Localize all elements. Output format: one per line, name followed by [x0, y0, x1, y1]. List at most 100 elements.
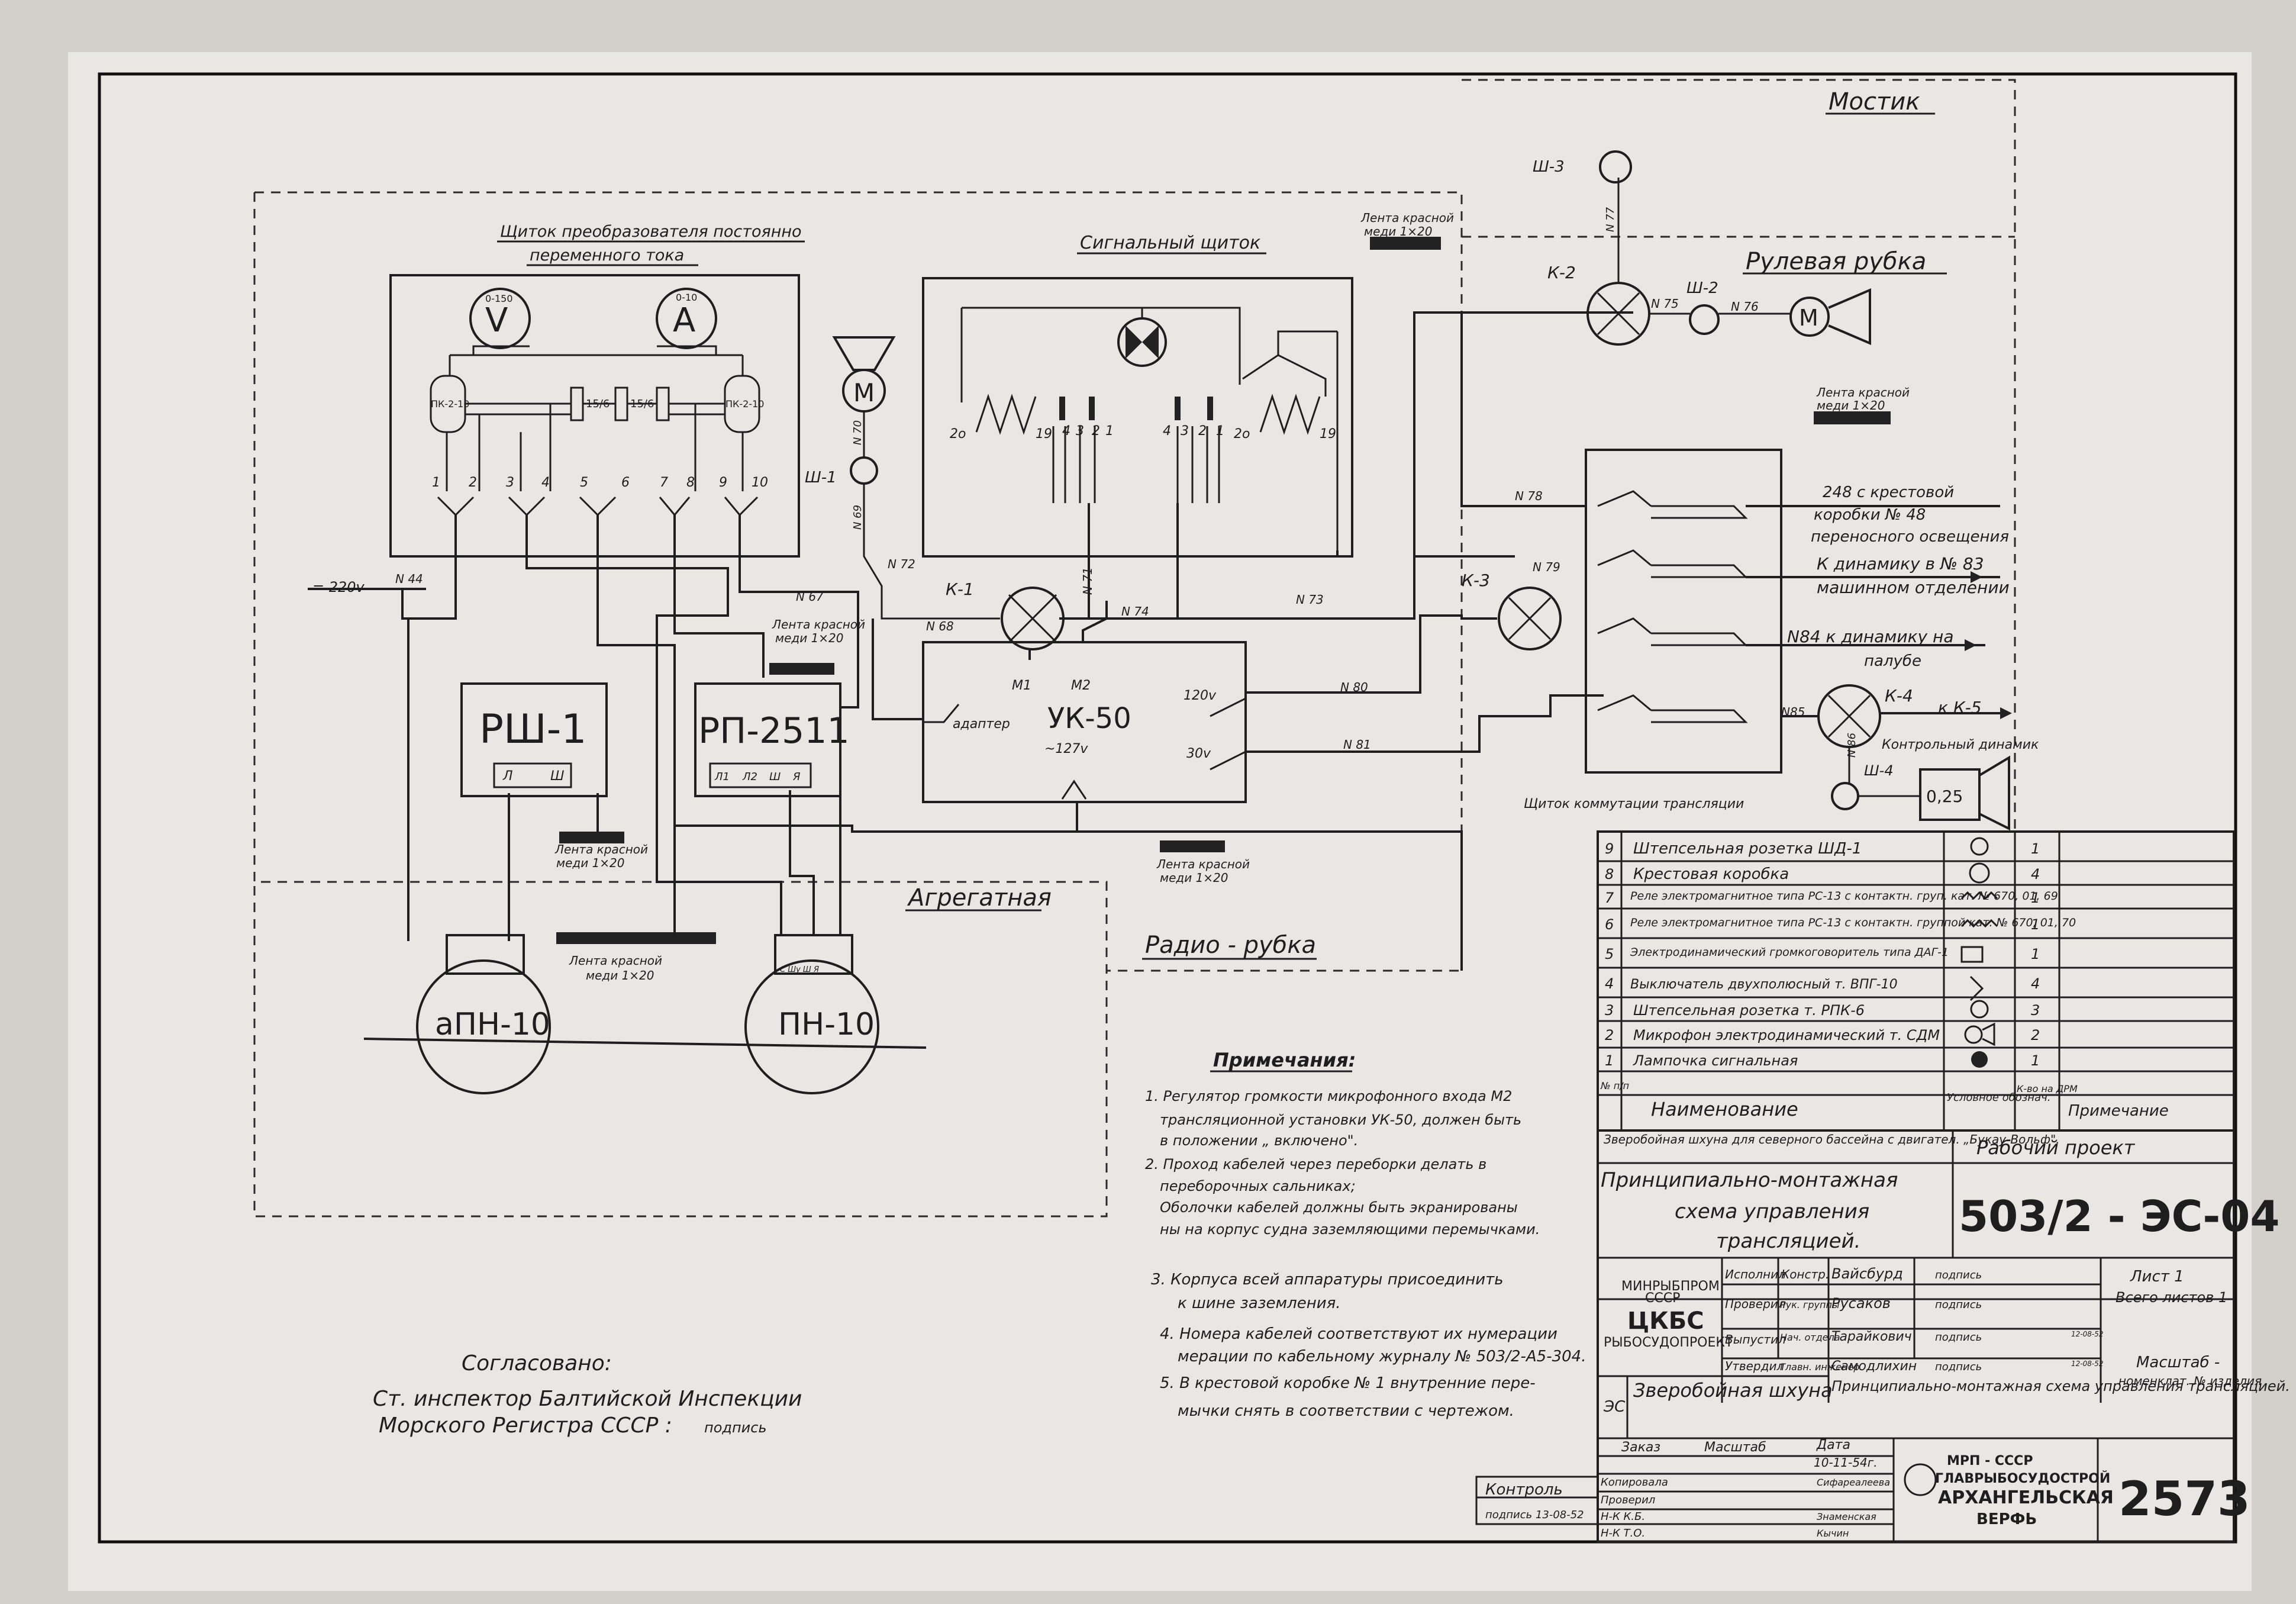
drawing-code: 503/2 - ЭС-04 [1959, 1191, 2279, 1241]
svg-text:N 78: N 78 [1515, 489, 1543, 503]
svg-text:подпись: подпись [1935, 1361, 1982, 1373]
svg-text:коробки № 48: коробки № 48 [1814, 506, 1926, 524]
svg-text:4: 4 [1062, 424, 1070, 439]
svg-text:номенклат. № изделия: номенклат. № изделия [2118, 1374, 2262, 1388]
junction-k3 [1498, 587, 1562, 650]
socket-sh2 [1689, 304, 1720, 335]
svg-text:меди 1×20: меди 1×20 [586, 968, 654, 983]
svg-text:С Шу Ш Я: С Шу Ш Я [780, 965, 819, 974]
svg-text:Лента красной: Лента красной [554, 842, 648, 856]
svg-text:меди 1×20: меди 1×20 [556, 856, 625, 870]
svg-text:меди 1×20: меди 1×20 [1160, 871, 1228, 885]
svg-text:подпись: подпись [1935, 1299, 1982, 1311]
svg-text:Ш-1: Ш-1 [805, 469, 837, 487]
svg-text:К-3: К-3 [1462, 571, 1490, 590]
svg-text:2. Проход кабелей через перебо: 2. Проход кабелей через переборки делать… [1145, 1156, 1486, 1173]
svg-text:Нач. отдела: Нач. отдела [1780, 1332, 1840, 1343]
voltmeter [469, 288, 531, 349]
svg-text:К динамику в № 83: К динамику в № 83 [1817, 554, 1984, 574]
loudspeaker-wheelhouse [1789, 297, 1830, 337]
svg-text:N84 к динамику на: N84 к динамику на [1787, 627, 1953, 646]
svg-text:К-1: К-1 [946, 579, 974, 599]
svg-text:Лента красной: Лента красной [1360, 211, 1454, 225]
svg-text:N 77: N 77 [1604, 207, 1617, 232]
svg-text:N 79: N 79 [1533, 560, 1560, 574]
svg-text:Русаков: Русаков [1831, 1295, 1891, 1312]
svg-text:к К-5: к К-5 [1938, 698, 1982, 717]
svg-text:Масштаб -: Масштаб - [2136, 1354, 2220, 1371]
svg-text:Ш-4: Ш-4 [1864, 762, 1894, 779]
ammeter-range: 0-10 [676, 292, 697, 303]
svg-text:схема управления: схема управления [1675, 1200, 1869, 1223]
aggregate-room-zone [253, 192, 1108, 1218]
svg-text:2: 2 [469, 475, 477, 490]
converter-title-2: переменного тока [530, 246, 684, 265]
zone-bridge: Мостик [1829, 88, 1920, 115]
svg-text:1: 1 [2031, 946, 2040, 962]
converter-panel [389, 274, 800, 558]
svg-text:120v: 120v [1184, 688, 1217, 703]
svg-text:Всего листов 1: Всего листов 1 [2116, 1289, 2227, 1306]
svg-text:1. Регулятор громкости микрофо: 1. Регулятор громкости микрофонного вход… [1145, 1088, 1512, 1104]
svg-text:N 75: N 75 [1651, 297, 1679, 311]
svg-text:3: 3 [1181, 424, 1189, 439]
svg-text:10-11-54г.: 10-11-54г. [1814, 1455, 1878, 1470]
svg-text:Констр.: Констр. [1781, 1267, 1829, 1281]
svg-text:2: 2 [1605, 1027, 1614, 1043]
svg-text:Знаменская: Знаменская [1817, 1511, 1876, 1522]
svg-text:Рук. группы: Рук. группы [1780, 1299, 1840, 1310]
fuse-3 [656, 386, 670, 421]
svg-text:трансляционной установки УК-50: трансляционной установки УК-50, должен б… [1160, 1112, 1521, 1128]
svg-text:М: М [853, 378, 875, 407]
svg-text:0,25: 0,25 [1926, 787, 1963, 806]
svg-text:1: 1 [1216, 424, 1224, 439]
svg-text:Условное обознач.: Условное обознач. [1947, 1091, 2050, 1104]
svg-text:Копировала: Копировала [1601, 1476, 1668, 1489]
microphone-horn-1 [832, 336, 896, 371]
svg-text:Зверобойная шхуна для северног: Зверобойная шхуна для северного бассейна… [1604, 1132, 2060, 1146]
svg-text:N 73: N 73 [1296, 592, 1324, 607]
zone-wheelhouse: Рулевая рубка [1746, 248, 1926, 275]
svg-text:Принципиально-монтажная схема: Принципиально-монтажная схема управления… [1831, 1378, 2290, 1394]
converter-terminals: 1 2 3 4 5 6 7 8 9 10 [432, 475, 768, 490]
svg-text:мерации по кабельному журналу: мерации по кабельному журналу № 503/2-А5… [1178, 1348, 1586, 1365]
svg-text:№ п/п: № п/п [1600, 1080, 1629, 1091]
ground-tape-2 [769, 663, 834, 675]
svg-text:4. Номера кабелей соответствую: 4. Номера кабелей соответствуют их нумер… [1160, 1325, 1557, 1343]
svg-text:Реле электромагнитное типа РС-: Реле электромагнитное типа РС-13 с конта… [1630, 916, 2076, 929]
rp2511-relay [694, 682, 841, 797]
svg-text:К-2: К-2 [1547, 263, 1576, 282]
svg-text:19: 19 [1320, 427, 1336, 442]
svg-text:Щиток коммутации трансляции: Щиток коммутации трансляции [1524, 797, 1744, 811]
svg-text:10: 10 [752, 475, 768, 490]
svg-text:подпись 13-08-52: подпись 13-08-52 [1485, 1509, 1584, 1521]
parts-table: 9 Штепсельная розетка ШД-1 1 8 Крестовая… [1597, 830, 2235, 1132]
svg-text:30v: 30v [1186, 746, 1211, 761]
svg-text:в положении „ включено".: в положении „ включено". [1160, 1132, 1358, 1149]
svg-text:2: 2 [1092, 424, 1100, 439]
voltmeter-range: 0-150 [485, 293, 513, 304]
svg-text:Оболочки кабелей должны быть э: Оболочки кабелей должны быть экранирован… [1160, 1199, 1518, 1216]
svg-text:N 81: N 81 [1343, 737, 1371, 752]
socket-sh3 [1599, 150, 1632, 183]
radio-room-zone [254, 191, 1463, 972]
svg-text:меди 1×20: меди 1×20 [1364, 224, 1433, 239]
parts-symbols [1960, 837, 1998, 1068]
svg-text:Выпустил: Выпустил [1725, 1332, 1786, 1347]
svg-text:3: 3 [1605, 1002, 1614, 1019]
svg-text:переборочных сальниках;: переборочных сальниках; [1160, 1178, 1356, 1194]
svg-text:подпись: подпись [1935, 1269, 1982, 1281]
svg-text:Контроль: Контроль [1485, 1481, 1563, 1499]
cable-n44: N 44 [395, 572, 423, 586]
ground-tape-1 [1370, 237, 1441, 250]
svg-text:Самодлихин: Самодлихин [1831, 1359, 1917, 1374]
svg-text:3: 3 [506, 475, 514, 490]
svg-text:7: 7 [1605, 890, 1614, 906]
svg-text:подпись: подпись [704, 1419, 767, 1436]
svg-text:2: 2 [2031, 1027, 2040, 1043]
svg-text:4: 4 [541, 475, 550, 490]
svg-text:подпись: подпись [1935, 1331, 1982, 1344]
svg-text:М: М [1799, 305, 1818, 331]
apn10-label: аПН-10 [435, 1007, 550, 1042]
